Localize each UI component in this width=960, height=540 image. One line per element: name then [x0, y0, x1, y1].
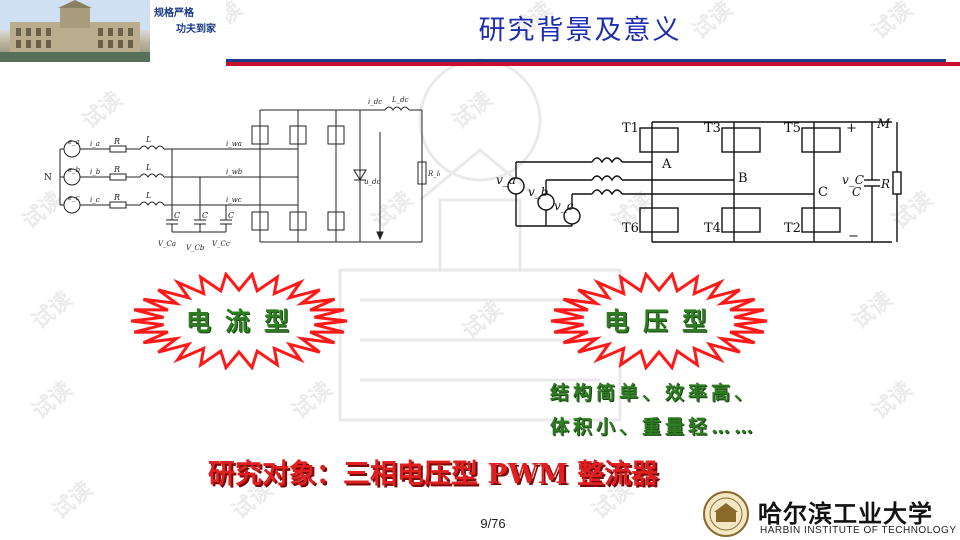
inductor-label: L	[145, 163, 151, 172]
motto-line-2: 功夫到家	[176, 24, 216, 35]
source-label-vb: v_b	[528, 185, 548, 199]
university-name-cn: 哈尔滨工业大学	[758, 499, 933, 528]
neutral-label: N	[44, 173, 52, 183]
dc-node-label: M	[876, 117, 891, 132]
motto-line-1: 规格严格	[154, 8, 194, 19]
minus-label: −	[848, 229, 859, 244]
bridge-current-a: i_wa	[226, 140, 242, 148]
load-label: R	[880, 177, 890, 191]
bridge-current-c: i_wc	[226, 196, 242, 204]
current-type-label: 电流型	[186, 307, 304, 336]
switch-label-t5: T5	[784, 121, 801, 136]
switch-label-t4: T4	[704, 221, 721, 236]
bridge-current-b: i_wb	[226, 168, 243, 176]
source-label-c: e_c	[68, 194, 80, 202]
source-label-va: v_a	[496, 173, 516, 187]
cap-voltage-a: V_Ca	[158, 240, 176, 248]
cap-voltage-label: v_C	[842, 173, 864, 187]
cap-label: C	[852, 185, 861, 199]
switch-label-t6: T6	[622, 221, 639, 236]
header-campus-photo	[0, 0, 150, 62]
resistor-label: R	[113, 165, 120, 174]
university-logo: 哈尔滨工业大学 HARBIN INSTITUTE OF TECHNOLOGY	[698, 490, 956, 538]
campus-building-watermark	[338, 58, 622, 422]
cap-voltage-b: V_Cb	[186, 244, 205, 252]
watermark-text: 试读	[847, 286, 897, 334]
research-target: 研究对象：三相电压型 PWM 整流器	[208, 459, 659, 490]
switch-label-t1: T1	[622, 121, 639, 136]
phase-current-c: i_c	[90, 196, 100, 204]
capacitor-label: C	[202, 211, 208, 220]
watermark-text: 试读	[27, 376, 77, 424]
inductor-label: L	[145, 191, 151, 200]
advantages-line-1: 结构简单、效率高、	[550, 382, 758, 404]
burst-outline	[550, 272, 768, 370]
voltage-type-burst	[550, 272, 768, 370]
dc-current-label: i_dc	[368, 98, 382, 106]
watermark-text: 试读	[867, 376, 917, 424]
node-label-c: C	[818, 185, 828, 200]
load-label: R_load	[427, 170, 440, 178]
university-emblem-icon	[703, 491, 749, 537]
advantages-line-2: 体积小、重量轻……	[550, 416, 758, 438]
voltage-type-label: 电压型	[604, 307, 722, 336]
slide-title: 研究背景及意义	[478, 15, 682, 46]
header-motto: 规格严格 功夫到家	[150, 0, 226, 62]
inductor-label: L	[145, 135, 151, 144]
watermark-text: 试读	[287, 376, 337, 424]
title-divider-blue	[226, 59, 946, 62]
burst-outline	[130, 272, 348, 370]
resistor-label: R	[113, 193, 120, 202]
dc-voltage-label: u_dc	[364, 178, 380, 186]
phase-current-b: i_b	[90, 168, 101, 176]
phase-current-a: i_a	[90, 140, 100, 148]
node-label-b: B	[738, 171, 748, 186]
cap-voltage-c: V_Cc	[212, 240, 230, 248]
capacitor-label: C	[228, 211, 234, 220]
page-number: 9/76	[480, 516, 506, 531]
campus-building-image	[0, 0, 150, 62]
watermark-text: 试读	[47, 476, 97, 524]
university-name-en: HARBIN INSTITUTE OF TECHNOLOGY	[760, 525, 957, 536]
resistor-label: R	[113, 137, 120, 146]
source-label-vc: v_c	[554, 199, 574, 213]
node-label-a: A	[661, 157, 672, 172]
capacitor-label: C	[174, 211, 180, 220]
current-source-rectifier-diagram: N e_a e_b e_c i_a i_b i_c R R R L L L i_…	[44, 96, 440, 252]
source-label-b: e_b	[68, 166, 81, 174]
switch-label-t2: T2	[784, 221, 801, 236]
voltage-source-rectifier-diagram: T1 T3 T5 T6 T4 T2 A B C v_a v_b v_c M v_…	[496, 117, 902, 244]
title-divider-red	[226, 62, 960, 66]
source-label-a: e_a	[68, 138, 80, 146]
switch-label-t3: T3	[704, 121, 721, 136]
dc-inductor-label: L_dc	[391, 96, 409, 104]
watermark-text: 试读	[457, 296, 507, 344]
current-type-burst	[130, 272, 348, 370]
plus-label: +	[846, 121, 857, 136]
watermark-text: 试读	[447, 86, 497, 134]
watermark-text: 试读	[867, 0, 917, 45]
watermark-text: 试读	[27, 286, 77, 334]
